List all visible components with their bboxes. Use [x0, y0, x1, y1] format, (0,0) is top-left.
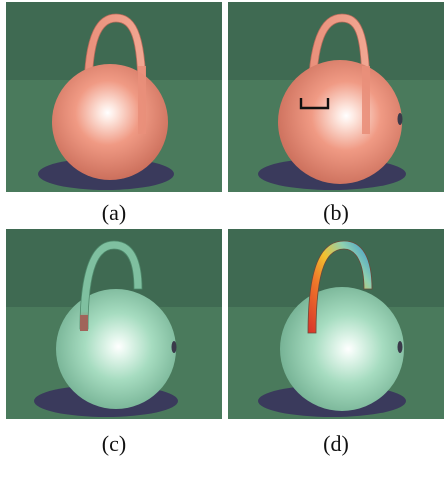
panel-b-caption: (b)	[323, 200, 349, 225]
panel-d-image	[228, 229, 444, 419]
panel-c-image	[6, 229, 222, 419]
render-sphere-with-handle-a	[6, 2, 222, 192]
render-sphere-with-handle-d	[228, 229, 444, 419]
panel-c-caption: (c)	[101, 431, 127, 456]
panel-a-image	[6, 2, 222, 192]
panel-b-image	[228, 2, 444, 192]
render-sphere-with-handle-b	[228, 2, 444, 192]
panel-d-caption: (d)	[323, 431, 349, 456]
panel-a-caption: (a)	[101, 200, 127, 225]
bracket-marker	[299, 98, 330, 110]
render-sphere-with-handle-c	[6, 229, 222, 419]
